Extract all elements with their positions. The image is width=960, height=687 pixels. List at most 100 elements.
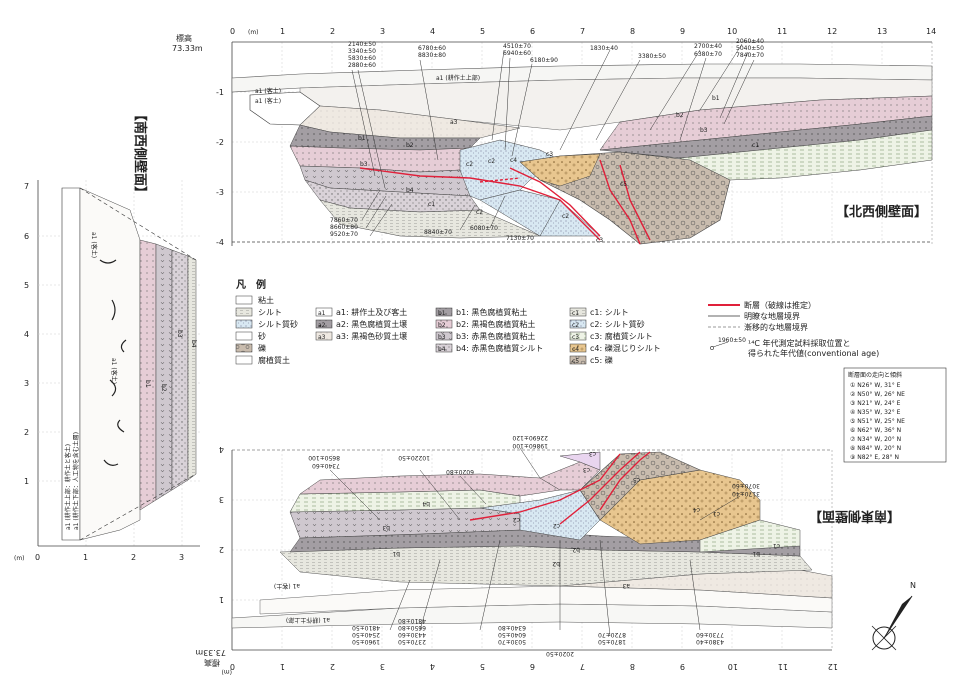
- nw-x-ticks: 0 1 2 3 4 5 6 7 8 9 10 11 12 13 14: [230, 27, 936, 36]
- svg-text:1: 1: [280, 662, 285, 671]
- svg-text:c4: 礫混じりシルト: c4: 礫混じりシルト: [590, 343, 661, 353]
- svg-text:④ N35° W, 32° E: ④ N35° W, 32° E: [850, 409, 901, 416]
- svg-text:5: 5: [480, 27, 485, 36]
- sw-note-lower: a1 (耕作土下部：人工物を含む土層): [72, 432, 80, 530]
- legend-a-units: a1 a2 a3 a1: 耕作土及び客土 a2: 黒色腐植質土壌 a3: 黒褐色…: [315, 307, 407, 341]
- svg-text:5040±50: 5040±50: [736, 45, 764, 52]
- svg-text:8650±100: 8650±100: [308, 454, 340, 461]
- sw-layer-b4: [187, 255, 197, 481]
- svg-text:7: 7: [580, 662, 585, 671]
- sw-wall-section: 7 6 5 4 3 2 1 0 1 2 3 (m) a1 (耕作土上部：耕作土と…: [14, 108, 200, 562]
- svg-text:4380±40: 4380±40: [696, 638, 724, 645]
- svg-text:2370±50: 2370±50: [398, 638, 426, 645]
- svg-text:断層（破線は推定）: 断層（破線は推定）: [744, 300, 816, 310]
- se-layer-c1-right: [699, 519, 801, 553]
- svg-text:a1: 耕作土及び客土: a1: 耕作土及び客土: [336, 307, 407, 317]
- svg-text:9: 9: [680, 27, 685, 36]
- svg-text:8: 8: [630, 662, 635, 671]
- svg-text:c4: c4: [510, 157, 517, 164]
- svg-text:4510±70: 4510±70: [503, 43, 531, 50]
- svg-text:b1: b1: [358, 135, 366, 142]
- svg-text:c1: c1: [752, 142, 759, 149]
- legend-heading: 凡 例: [236, 278, 266, 291]
- svg-text:-1: -1: [216, 88, 224, 97]
- svg-text:c1: c1: [572, 310, 579, 317]
- svg-text:⑤ N51° W, 25° NE: ⑤ N51° W, 25° NE: [850, 418, 905, 425]
- se-y-ticks: 1 2 3 4: [219, 445, 224, 604]
- svg-text:a3: a3: [622, 582, 630, 589]
- svg-text:2700±40: 2700±40: [694, 43, 722, 50]
- svg-text:1: 1: [83, 553, 88, 562]
- svg-text:13: 13: [877, 27, 887, 36]
- svg-text:⑦ N34° W, 20° N: ⑦ N34° W, 20° N: [850, 436, 901, 443]
- svg-text:漸移的な地層境界: 漸移的な地層境界: [744, 322, 808, 332]
- svg-text:得られた年代値(conventional age): 得られた年代値(conventional age): [748, 348, 879, 358]
- svg-text:22690±120: 22690±120: [512, 434, 548, 441]
- svg-text:6040±50: 6040±50: [498, 631, 526, 638]
- svg-text:b1: b1: [392, 550, 400, 557]
- svg-text:¹⁴C 年代測定試料採取位置と: ¹⁴C 年代測定試料採取位置と: [748, 338, 851, 348]
- svg-text:a2: a2: [318, 322, 326, 329]
- se-faults: [469, 451, 651, 525]
- nw-date-leaders: [351, 43, 755, 237]
- svg-text:6650±80: 6650±80: [398, 624, 426, 631]
- nw-wall-section: 標高 73.33m (m) 0 1 2 3 4 5 6 7 8 9 10 11 …: [172, 27, 936, 247]
- svg-text:c5: c5: [633, 476, 640, 483]
- svg-text:8830±80: 8830±80: [418, 52, 446, 59]
- svg-text:c2: c2: [466, 161, 473, 168]
- svg-text:c3: c3: [589, 450, 596, 457]
- svg-text:3: 3: [24, 379, 29, 388]
- svg-text:6: 6: [530, 662, 535, 671]
- svg-text:1830±40: 1830±40: [590, 45, 618, 52]
- svg-text:0: 0: [35, 553, 40, 562]
- se-layer-labels: a1 (耕作土上部) a1 (客土) a3 b1 b2 b3 b4 c1 c2 …: [274, 450, 780, 624]
- svg-text:8840±70: 8840±70: [424, 229, 452, 236]
- svg-text:1: 1: [24, 477, 29, 486]
- svg-text:a1 (客土): a1 (客土): [274, 582, 300, 590]
- nw-datum-value: 73.33m: [172, 44, 203, 53]
- svg-text:4810±80: 4810±80: [398, 617, 426, 624]
- svg-text:b1: b1: [752, 550, 760, 557]
- svg-text:7730±60: 7730±60: [696, 631, 724, 638]
- svg-text:9520±70: 9520±70: [330, 231, 358, 238]
- svg-text:4810±50: 4810±50: [352, 624, 380, 631]
- se-datum-value: 73.33m: [195, 648, 226, 657]
- svg-text:c2: c2: [553, 522, 560, 529]
- svg-text:5: 5: [480, 662, 485, 671]
- svg-text:c3: c3: [572, 334, 579, 341]
- svg-text:b3: b3: [438, 334, 446, 341]
- nw-layer-c2-lower: [479, 189, 601, 237]
- svg-text:c3: c3: [596, 237, 603, 244]
- svg-text:b2: b2: [552, 560, 560, 567]
- sw-x-ticks: 0 1 2 3: [35, 553, 184, 562]
- se-bottom-dates: 1960±50 2540±50 4810±50 2370±50 4430±60 …: [352, 617, 724, 657]
- svg-text:4: 4: [430, 662, 435, 671]
- nw-datum-label: 標高: [176, 33, 192, 43]
- svg-text:7860±70: 7860±70: [330, 217, 358, 224]
- svg-text:7340±60: 7340±60: [312, 462, 340, 469]
- svg-text:シルト: シルト: [258, 308, 282, 317]
- svg-text:1960±50: 1960±50: [718, 337, 746, 344]
- svg-text:b1: b1: [438, 310, 446, 317]
- se-wall-title: 【南東側壁面】: [809, 508, 900, 524]
- svg-text:4430±60: 4430±60: [398, 631, 426, 638]
- se-x-ticks: 0 1 2 3 4 5 6 7 8 9 10 11 12: [230, 662, 838, 671]
- svg-text:c1: c1: [428, 201, 435, 208]
- legend-lithology: 粘土 シルト シルト質砂 砂 礫 腐植質土: [235, 295, 298, 365]
- svg-text:6: 6: [530, 27, 535, 36]
- svg-text:b3: b3: [176, 330, 183, 338]
- nw-wall-title: 【北西側壁面】: [836, 204, 927, 220]
- svg-text:砂: 砂: [258, 331, 266, 341]
- svg-text:4: 4: [24, 330, 29, 339]
- svg-text:10: 10: [727, 27, 737, 36]
- svg-text:a3: a3: [318, 334, 326, 341]
- svg-text:12: 12: [827, 27, 837, 36]
- svg-text:c5: 礫: c5: 礫: [590, 355, 613, 365]
- svg-text:c2: c2: [513, 516, 520, 523]
- svg-text:b2: b2: [406, 142, 414, 149]
- legend-c-units: c1 c2 c3 c4 c5 c1: シルト c2: シルト質砂 c3: 腐植質…: [569, 307, 661, 365]
- svg-text:粘土: 粘土: [258, 295, 274, 305]
- svg-text:2880±60: 2880±60: [348, 62, 376, 69]
- svg-text:c2: c2: [488, 158, 495, 165]
- svg-text:① N26° W, 31° E: ① N26° W, 31° E: [850, 382, 901, 389]
